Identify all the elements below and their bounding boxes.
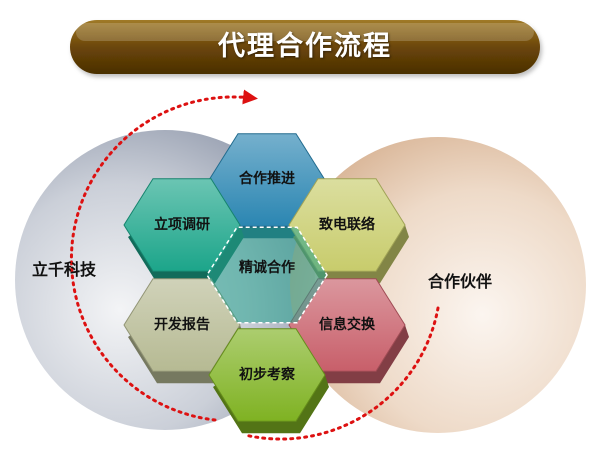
step-label-cooperation: 合作推进 [239,171,295,187]
step-label-info-exchange: 信息交换 [319,317,375,333]
hex-phone-contact [288,178,409,284]
hex-info-exchange [288,278,409,384]
hexagon-cluster [123,133,409,434]
step-label-phone-contact: 致电联络 [319,217,375,233]
step-label-inspection: 初步考察 [239,367,295,383]
page-title: 代理合作流程 [218,31,392,62]
cycle-arrow-top [69,89,258,422]
right-party-label: 合作伙伴 [428,272,493,291]
step-label-report: 开发报告 [154,317,210,333]
hex-center [206,226,328,324]
hex-inspection [208,328,329,434]
center-step-label: 精诚合作 [239,260,295,276]
cycle-arrow-bottom [243,306,440,441]
title-banner [70,20,540,74]
left-party-label: 立千科技 [32,260,97,279]
step-label-research: 立项调研 [154,217,210,233]
